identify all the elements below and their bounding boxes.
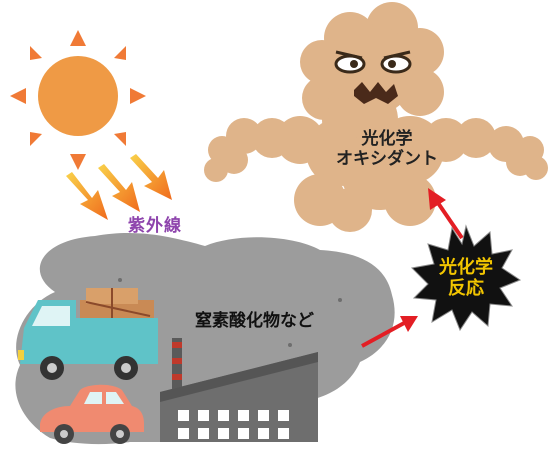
reaction-label-line2: 反応: [448, 277, 484, 299]
truck-icon: [18, 288, 158, 380]
uv-ray-icon: [66, 154, 172, 220]
oxidant-label-line2: オキシダント: [336, 148, 438, 169]
car-icon: [40, 384, 144, 444]
sun-icon: [10, 30, 146, 170]
oxidant-label-line1: 光化学: [361, 129, 413, 149]
reaction-label-line1: 光化学: [439, 257, 493, 278]
photochemical-reaction-label: 光化学 反応: [432, 257, 500, 299]
uv-label: 紫外線: [128, 216, 182, 236]
precursors-label: 窒素酸化物など: [195, 311, 314, 331]
oxidant-monster-icon: [204, 2, 548, 232]
photochemical-oxidant-label: 光化学 オキシダント: [322, 129, 452, 169]
reaction-burst-icon: [410, 224, 522, 332]
factory-icon: [160, 338, 318, 442]
red-arrow-icon: [361, 188, 464, 348]
